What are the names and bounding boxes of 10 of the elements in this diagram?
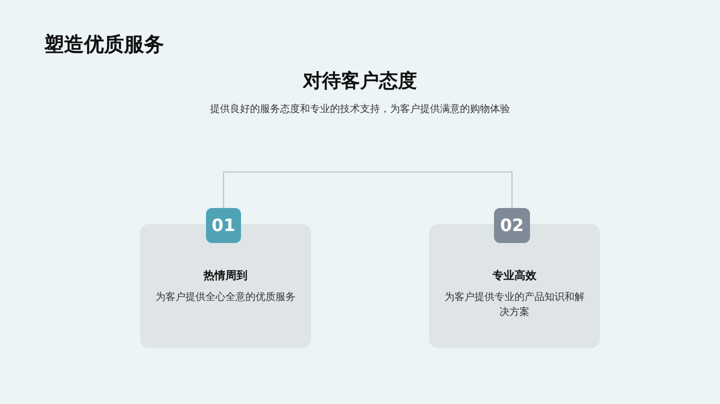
connector-line [222, 171, 513, 208]
slide-title: 塑造优质服务 [44, 31, 164, 58]
card-description: 为客户提供专业的产品知识和解决方案 [444, 291, 586, 320]
number-badge: 01 [206, 208, 241, 243]
card-description: 为客户提供全心全意的优质服务 [156, 291, 296, 305]
card-heading: 热情周到 [204, 268, 248, 283]
card-heading: 专业高效 [492, 268, 536, 283]
section-heading: 对待客户态度 [302, 69, 418, 94]
section-subtitle: 提供良好的服务态度和专业的技术支持，为客户提供满意的购物体验 [209, 102, 511, 116]
number-badge: 02 [494, 208, 530, 243]
